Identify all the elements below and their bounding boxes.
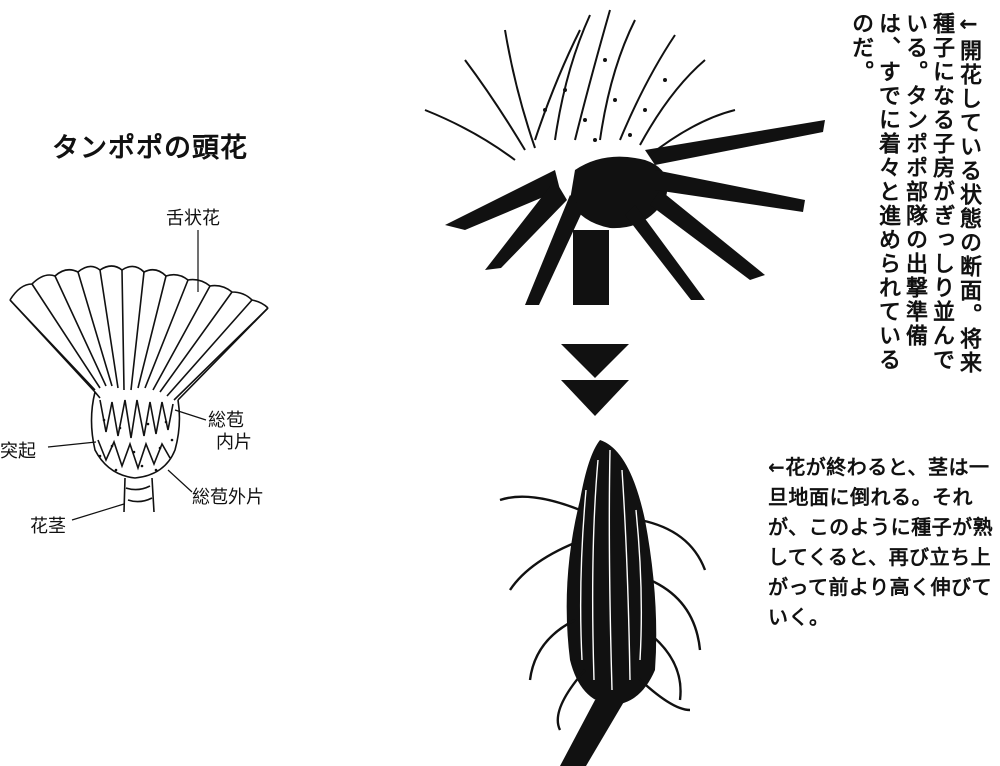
flowering-head-photo	[424, 9, 825, 305]
diagram-title: タンポポの頭花	[52, 133, 248, 164]
label-inner-bract: 総苞 内片	[208, 410, 252, 454]
label-tongue-floret: 舌状花	[166, 208, 220, 229]
label-outer-bract: 総苞外片	[192, 487, 264, 508]
label-protrusion: 突起	[0, 441, 36, 462]
label-stem: 花茎	[30, 516, 66, 537]
caption-top: ←開花している状態の断面。将来種子になる子房がぎっしり並んでいる。タンポポ部隊の…	[848, 12, 981, 375]
caption-bottom: ←花が終わると、茎は一旦地面に倒れる。それが、このように種子が熟してくると、再び…	[768, 455, 994, 629]
label-inner-bract-line1: 総苞	[208, 410, 244, 431]
label-inner-bract-line2: 内片	[216, 432, 252, 453]
double-down-arrow-icon	[561, 344, 629, 416]
seed-head-photo	[499, 440, 707, 766]
flower-head-diagram	[9, 230, 269, 521]
